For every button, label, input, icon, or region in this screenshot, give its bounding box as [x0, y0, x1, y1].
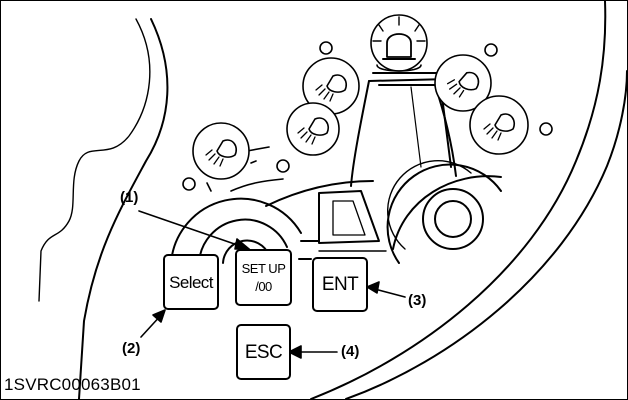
setup-button-label: SET UP	[241, 261, 286, 276]
leader-line-1	[138, 210, 250, 250]
rear-wheel	[386, 159, 502, 264]
esc-button[interactable]: ESC	[236, 324, 291, 380]
outer-arc	[310, 1, 607, 399]
select-button[interactable]: Select	[163, 254, 219, 310]
leader-line-2	[140, 309, 166, 338]
panel-inner-outline	[38, 18, 151, 302]
callout-label-1: (1)	[120, 189, 139, 206]
tractor-body	[230, 178, 387, 260]
setup-button-sublabel: /00	[255, 279, 272, 294]
callout-label-4: (4)	[341, 343, 360, 360]
ent-button[interactable]: ENT	[312, 257, 368, 312]
callout-label-3: (3)	[408, 292, 427, 309]
panel-outline	[78, 18, 169, 399]
work-light-icon	[434, 54, 492, 112]
leader-line-4	[288, 345, 338, 359]
work-light-icon	[469, 95, 529, 155]
work-light-icon	[286, 102, 340, 156]
setup-button[interactable]: SET UP /00	[235, 249, 292, 306]
rotating-beacon-icon	[370, 14, 428, 72]
front-wheel	[170, 197, 302, 264]
callout-label-2: (2)	[122, 340, 141, 357]
indicator-lamp-icon	[182, 41, 553, 191]
leader-line-3	[366, 281, 406, 298]
outer-arc-2	[345, 70, 627, 399]
figure-code: 1SVRC00063B01	[4, 375, 141, 394]
work-light-icon	[192, 122, 250, 180]
